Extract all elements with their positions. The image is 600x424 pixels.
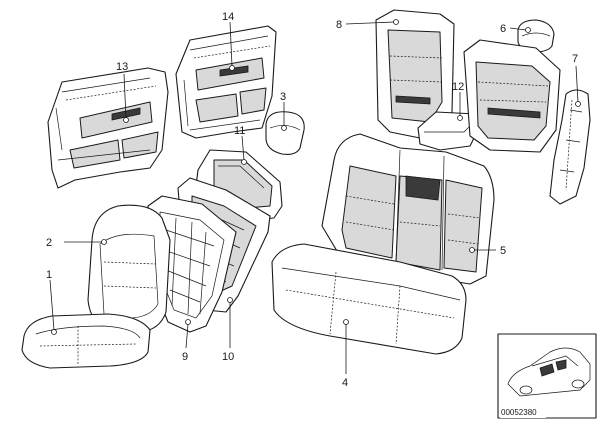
callout-2: 2 [46,237,52,249]
rear-backrest-assembly [321,133,495,285]
reference-number: 00052380 [501,408,537,417]
rear-backrest-right [463,39,561,153]
callout-7: 7 [572,53,578,65]
callout-1: 1 [46,269,52,281]
front-seat-cushion [21,313,151,369]
callout-8: 8 [336,19,342,31]
callout-12: 12 [452,81,464,93]
callout-labels: 1 2 3 4 5 6 7 8 9 10 11 12 13 14 [46,11,578,389]
callout-13: 13 [116,61,128,73]
callout-4: 4 [342,377,348,389]
inset-frame [497,333,597,419]
center-armrest [417,111,481,151]
front-headrest [265,111,305,155]
vehicle-locator-inset: 00052380 [497,333,597,419]
callout-9: 9 [182,351,188,363]
callout-10: 10 [222,351,234,363]
backrest-frame [147,195,237,333]
callout-14: 14 [222,11,234,23]
front-backrest-cover [87,204,171,333]
rear-seat-cushion [271,243,467,355]
front-door-panel [47,67,169,189]
side-bolster [549,89,591,205]
callout-3: 3 [280,91,286,103]
callout-6: 6 [500,23,506,35]
car-outline-icon [507,347,591,397]
rear-backrest-left [375,9,455,139]
leader-lines [49,21,579,374]
rear-door-panel [175,25,277,139]
callout-11: 11 [234,125,245,137]
callout-5: 5 [500,245,506,257]
